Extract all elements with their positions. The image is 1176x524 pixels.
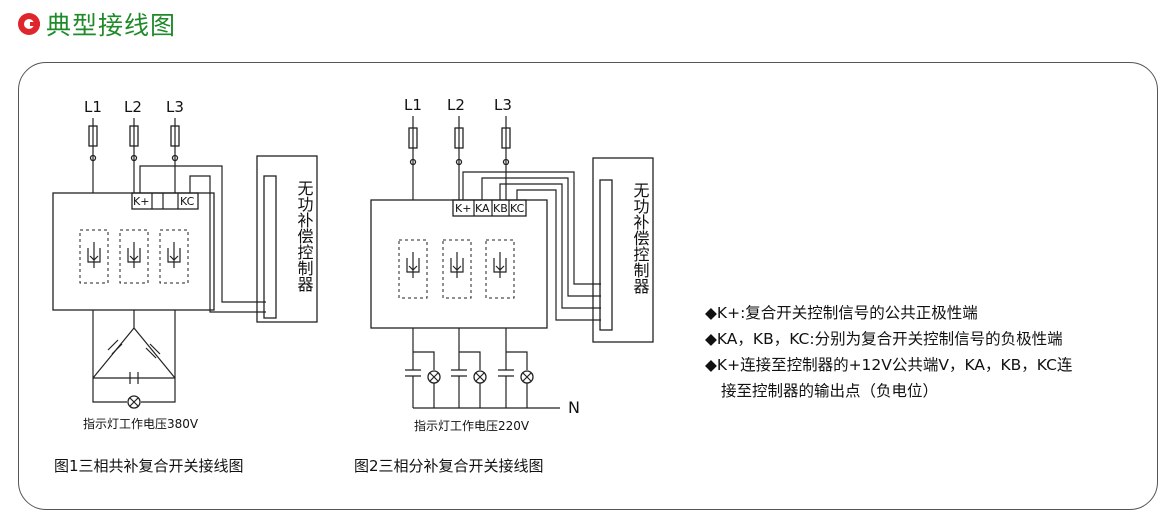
fig1-controller-label: 无功补偿控制器 — [295, 180, 314, 292]
fig2-caption: 图2三相分补复合开关接线图 — [354, 457, 544, 475]
fig1-terminal-kplus: K+ — [133, 195, 149, 208]
figure1-diagram: L1 L2 L3 K+ KC — [52, 98, 318, 431]
figure2-diagram: L1 L2 L3 K+ KA KB KC — [370, 96, 654, 433]
fig1-phase-wires — [88, 118, 180, 193]
fig1-terminal-kc: KC — [180, 195, 195, 208]
fig1-terminal-strip: K+ KC — [131, 192, 199, 210]
fig2-thyristor-modules — [398, 239, 515, 299]
fig2-capacitor-branches: N 指示灯工作电压220V — [405, 328, 580, 433]
diagram-panel — [18, 62, 1158, 510]
fig1-fuse-icon — [170, 125, 180, 147]
fig1-fuse-icon — [129, 125, 139, 147]
terminal-notes: ◆K+:复合开关控制信号的公共正极性端 ◆KA，KB，KC:分别为复合开关控制信… — [705, 300, 1072, 404]
fig1-controller: 无功补偿控制器 — [256, 155, 318, 323]
fig1-control-wires — [139, 165, 266, 313]
fig2-fuse-icon — [501, 127, 511, 149]
fig2-label-l1: L1 — [404, 96, 422, 114]
fig2-controller-label: 无功补偿控制器 — [631, 182, 650, 294]
fig2-phase-wires — [408, 116, 511, 200]
fig2-lamp-note: 指示灯工作电压220V — [414, 418, 530, 433]
note-kplus: ◆K+:复合开关控制信号的公共正极性端 — [705, 304, 978, 322]
fig1-fuse-icon — [88, 125, 98, 147]
section-title: 典型接线图 — [46, 11, 177, 40]
note-connection-cont: 接至控制器的输出点（负电位） — [721, 382, 939, 400]
fig1-label-l1: L1 — [84, 98, 102, 116]
fig2-terminal-strip: K+ KA KB KC — [452, 199, 527, 217]
fig1-thyristor-modules — [79, 229, 189, 284]
fig1-label-l3: L3 — [166, 98, 184, 116]
fig2-fuse-icon — [408, 127, 418, 149]
fig1-caption: 图1三相共补复合开关接线图 — [54, 457, 244, 475]
fig1-lamp-icon — [127, 395, 141, 409]
fig1-lamp-note: 指示灯工作电压380V — [83, 416, 199, 431]
fig2-switch-box — [370, 199, 548, 329]
fig2-label-l2: L2 — [447, 96, 465, 114]
fig2-terminal-ka: KA — [475, 202, 490, 215]
fig2-terminal-kc: KC — [510, 202, 525, 215]
fig2-terminal-kb: KB — [493, 202, 508, 215]
note-ka-kb-kc: ◆KA，KB，KC:分别为复合开关控制信号的负极性端 — [705, 330, 1063, 348]
section-header: 典型接线图 — [18, 6, 176, 42]
fig2-fuse-icon — [454, 127, 464, 149]
fig2-control-wires — [462, 171, 601, 321]
fig1-label-l2: L2 — [124, 98, 142, 116]
fig1-capacitor-bank: 指示灯工作电压380V — [83, 310, 199, 431]
c-logo-icon — [18, 13, 40, 35]
fig2-label-l3: L3 — [494, 96, 512, 114]
fig2-terminal-kplus: K+ — [455, 202, 471, 215]
fig2-controller: 无功补偿控制器 — [592, 157, 654, 343]
note-connection: ◆K+连接至控制器的+12V公共端V，KA，KB，KC连 — [705, 356, 1073, 374]
fig2-neutral-label: N — [568, 398, 580, 417]
